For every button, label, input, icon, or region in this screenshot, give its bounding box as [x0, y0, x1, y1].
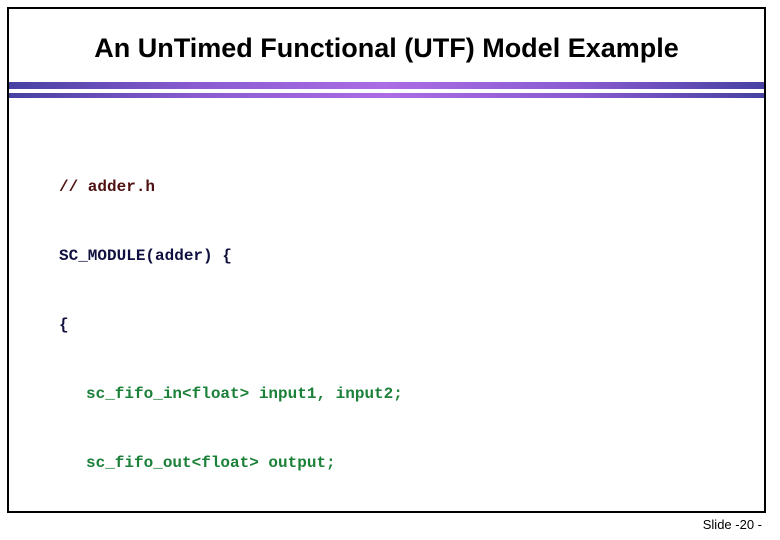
code-block: // adder.h SC_MODULE(adder) { { sc_fifo_… [59, 130, 620, 540]
code-line-fifo-out: sc_fifo_out<float> output; [86, 454, 336, 472]
slide-title: An UnTimed Functional (UTF) Model Exampl… [94, 33, 679, 63]
divider-bar-top [9, 82, 764, 89]
divider-bar-bottom [9, 93, 764, 98]
code-line-open-brace: { [59, 316, 69, 334]
code-line-comment: // adder.h [59, 178, 156, 196]
footer-page-label: Slide -20 - [702, 517, 762, 532]
code-blank-line [59, 521, 620, 540]
divider-bar-gap [9, 89, 764, 93]
slide-frame: An UnTimed Functional (UTF) Model Exampl… [7, 7, 766, 513]
code-line-fifo-in: sc_fifo_in<float> input1, input2; [86, 385, 403, 403]
title-divider [9, 82, 764, 98]
code-line-module-decl: SC_MODULE(adder) { [59, 247, 232, 265]
